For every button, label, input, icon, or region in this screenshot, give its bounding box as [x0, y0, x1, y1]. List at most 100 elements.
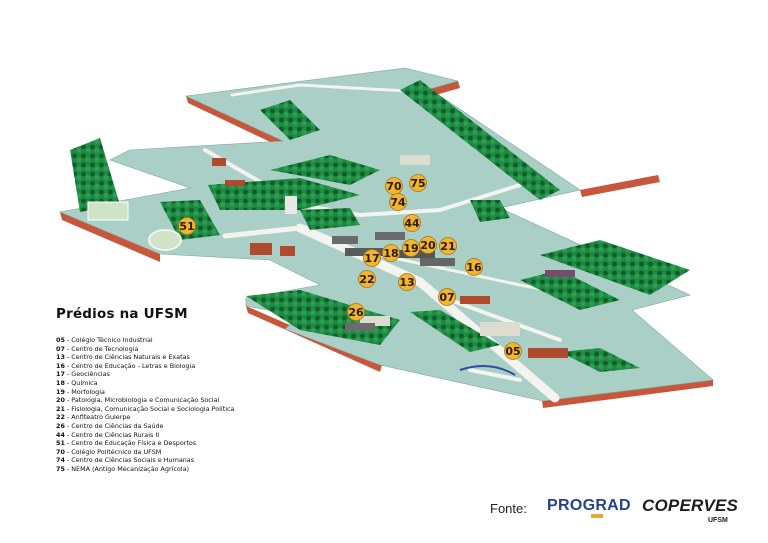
- marker-label: 07: [439, 291, 454, 304]
- building-marker[interactable]: 21: [439, 237, 457, 255]
- legend-item-name: Centro de Educação - Letras e Biologia: [71, 361, 196, 370]
- marker-circle: [347, 303, 365, 321]
- legend-item: 07 - Centro de Tecnologia: [56, 344, 139, 353]
- legend-item-name: Centro de Educação Física e Desportos: [71, 439, 197, 448]
- legend-item: 21 - Fisiologia, Comunicação Social e So…: [56, 404, 235, 413]
- marker-label: 20: [420, 239, 436, 252]
- legend-item: 44 - Centro de Ciências Rurais II: [56, 430, 160, 439]
- legend-item-name: Química: [71, 378, 98, 387]
- marker-label: 22: [359, 273, 374, 286]
- legend-item: 17 - Geociências: [56, 370, 110, 379]
- legend-item: 16 - Centro de Educação - Letras e Biolo…: [56, 361, 196, 370]
- legend-item-name: Centro de Ciências Naturais e Exatas: [71, 353, 190, 362]
- ufsm-logo-text: UFSM: [708, 517, 728, 524]
- marker-label: 18: [383, 247, 398, 260]
- legend-item-name: Anfiteatro Gulerpe: [71, 413, 131, 422]
- legend-item-code: 19: [56, 387, 65, 396]
- legend-item-code: 20: [56, 396, 65, 405]
- legend-item: 22 - Anfiteatro Gulerpe: [56, 413, 131, 422]
- marker-circle: [178, 217, 196, 235]
- marker-label: 70: [386, 180, 402, 193]
- legend-item-name: Centro de Tecnologia: [71, 344, 139, 353]
- legend-item: 26 - Centro de Ciências da Saúde: [56, 421, 164, 430]
- legend-item-code: 13: [56, 353, 65, 362]
- legend-item-code: 26: [56, 421, 65, 430]
- legend-item-code: 21: [56, 404, 65, 413]
- marker-circle: [398, 273, 416, 291]
- marker-label: 19: [403, 242, 418, 255]
- building-marker[interactable]: 07: [438, 288, 456, 306]
- marker-label: 17: [364, 252, 379, 265]
- marker-label: 26: [348, 306, 364, 319]
- building-marker[interactable]: 22: [358, 270, 376, 288]
- building-marker[interactable]: 13: [398, 273, 416, 291]
- legend-title: Prédios na UFSM: [56, 306, 188, 322]
- source-label: Fonte:: [490, 501, 527, 516]
- legend-item-name: Colégio Politécnico da UFSM: [71, 447, 162, 456]
- marker-label: 05: [505, 345, 520, 358]
- legend-item: 19 - Morfologia: [56, 387, 105, 396]
- building-marker[interactable]: 75: [409, 174, 427, 192]
- legend-item-name: Centro de Ciências Rurais II: [71, 430, 160, 439]
- building-marker[interactable]: 20: [419, 236, 437, 254]
- legend-item-name: Centro de Ciências Sociais e Humanas: [71, 456, 195, 465]
- legend-item-code: 17: [56, 370, 65, 379]
- legend-item-name: Morfologia: [71, 387, 105, 396]
- marker-circle: [363, 249, 381, 267]
- legend-item-code: 74: [56, 456, 65, 465]
- building-marker[interactable]: 26: [347, 303, 365, 321]
- legend-item-name: Colégio Técnico Industrial: [71, 336, 153, 344]
- marker-circle: [402, 239, 420, 257]
- marker-label: 13: [399, 276, 414, 289]
- legend-item-code: 22: [56, 413, 65, 422]
- legend-item: 13 - Centro de Ciências Naturais e Exata…: [56, 353, 190, 362]
- building-marker[interactable]: 44: [403, 214, 421, 232]
- marker-circle: [389, 193, 407, 211]
- legend-item-code: 07: [56, 344, 65, 353]
- legend-item-code: 70: [56, 447, 65, 456]
- legend-item: 74 - Centro de Ciências Sociais e Humana…: [56, 456, 195, 465]
- legend-item-code: 18: [56, 378, 65, 387]
- marker-label: 44: [404, 217, 420, 230]
- legend-item-code: 75: [56, 464, 65, 473]
- marker-circle: [439, 237, 457, 255]
- marker-label: 51: [179, 220, 194, 233]
- legend-item-name: Patologia, Microbiologia e Comunicação S…: [71, 396, 220, 405]
- building-marker[interactable]: 70: [385, 177, 403, 195]
- legend: Prédios na UFSM 05 - Colégio Técnico Ind…: [56, 306, 316, 474]
- prograd-logo-accent: [591, 514, 603, 518]
- building-marker[interactable]: 51: [178, 217, 196, 235]
- marker-label: 16: [466, 261, 482, 274]
- marker-label: 75: [410, 177, 425, 190]
- marker-circle: [504, 342, 522, 360]
- legend-item-name: Geociências: [71, 370, 110, 379]
- legend-item: 51 - Centro de Educação Física e Desport…: [56, 439, 197, 448]
- building-marker[interactable]: 18: [382, 244, 400, 262]
- marker-label: 74: [390, 196, 406, 209]
- legend-item-code: 05: [56, 336, 65, 344]
- marker-circle: [409, 174, 427, 192]
- legend-item-code: 44: [56, 430, 65, 439]
- building-marker[interactable]: 19: [402, 239, 420, 257]
- marker-circle: [419, 236, 437, 254]
- legend-item: 20 - Patologia, Microbiologia e Comunica…: [56, 396, 220, 405]
- marker-circle: [382, 244, 400, 262]
- building-marker[interactable]: 05: [504, 342, 522, 360]
- building-marker[interactable]: 74: [389, 193, 407, 211]
- legend-item-name: Centro de Ciências da Saúde: [71, 421, 164, 430]
- legend-item: 75 - NEMA (Antigo Mecanização Agrícola): [56, 464, 189, 473]
- prograd-logo: PROGRAD: [547, 497, 631, 514]
- marker-label: 21: [440, 240, 455, 253]
- legend-item: 70 - Colégio Politécnico da UFSM: [56, 447, 162, 456]
- marker-circle: [438, 288, 456, 306]
- marker-circle: [358, 270, 376, 288]
- coperves-logo: COPERVES: [642, 496, 739, 515]
- legend-item-code: 51: [56, 439, 65, 448]
- building-marker[interactable]: 17: [363, 249, 381, 267]
- building-marker[interactable]: 16: [465, 258, 483, 276]
- legend-item-code: 16: [56, 361, 65, 370]
- legend-item: 05 - Colégio Técnico Industrial: [56, 336, 153, 344]
